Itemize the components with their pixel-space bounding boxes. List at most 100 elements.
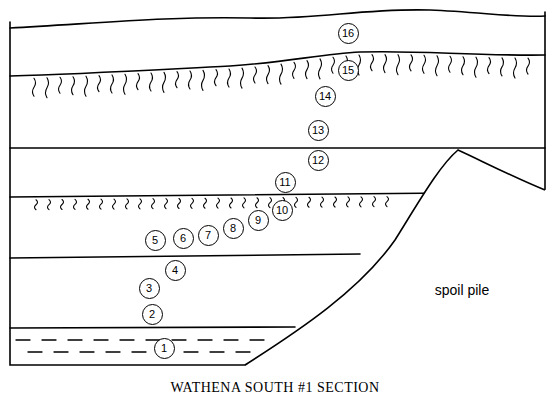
root-mark (191, 198, 194, 208)
sample-circle: 11 (275, 172, 296, 193)
root-mark (215, 70, 218, 86)
callout-number: 16 (342, 28, 354, 39)
callout-number: 8 (230, 223, 236, 234)
root-mark (254, 67, 257, 83)
root-mark (74, 199, 77, 209)
soil-horizon (10, 52, 545, 76)
shale-dash (106, 351, 120, 352)
root-mark (280, 64, 283, 84)
root-mark (397, 55, 400, 75)
shale-dash (16, 339, 30, 340)
root-mark (449, 56, 452, 72)
root-mark (306, 61, 309, 79)
root-mark (113, 199, 116, 209)
ground-surface (10, 10, 545, 28)
spoil-pile-outline (245, 150, 545, 365)
root-mark (46, 78, 49, 98)
root-mark (256, 198, 259, 208)
sample-circle: 8 (223, 218, 244, 239)
root-mark (488, 58, 491, 74)
sample-circle: 13 (308, 120, 329, 141)
sample-circle: 16 (338, 23, 359, 44)
root-mark (319, 59, 322, 79)
shale-dash (120, 339, 134, 340)
root-mark (371, 55, 374, 71)
shale-dash (28, 351, 42, 352)
sample-circle: 1 (154, 338, 175, 359)
root-mark (87, 199, 90, 209)
root-mark (150, 73, 153, 91)
callout-number: 15 (342, 65, 354, 76)
root-mark (360, 197, 363, 207)
root-mark (423, 55, 426, 73)
callout-number: 1 (161, 343, 167, 354)
callout-number: 11 (279, 177, 290, 188)
sample-circle: 6 (173, 228, 194, 249)
shale-dash (236, 351, 250, 352)
root-mark (176, 72, 179, 88)
shale-dash (172, 339, 186, 340)
callout-number: 4 (172, 265, 178, 276)
root-mark (293, 62, 296, 78)
root-mark (35, 200, 38, 210)
root-mark (386, 197, 389, 207)
root-mark (124, 74, 127, 94)
bed-boundary (10, 254, 360, 258)
callout-number: 12 (312, 155, 324, 166)
shale-dash (94, 339, 108, 340)
root-mark (230, 198, 233, 208)
root-mark (267, 66, 270, 84)
root-mark (111, 75, 114, 93)
root-mark (243, 198, 246, 208)
shale-dash (68, 339, 82, 340)
root-mark (59, 77, 62, 93)
root-mark (410, 55, 413, 71)
root-mark (334, 197, 337, 207)
root-mark (137, 74, 140, 90)
sample-circle: 14 (315, 86, 336, 107)
root-mark (100, 199, 103, 209)
root-mark (436, 56, 439, 76)
sample-circle: 2 (142, 304, 163, 325)
callout-number: 13 (312, 125, 324, 136)
callout-number: 14 (319, 91, 331, 102)
root-mark (33, 78, 36, 96)
root-mark (152, 199, 155, 209)
root-mark (347, 197, 350, 207)
shale-dash (210, 351, 224, 352)
shale-dash (250, 339, 264, 340)
callout-number: 6 (180, 233, 186, 244)
root-mark (308, 197, 311, 207)
root-mark (178, 198, 181, 208)
root-mark (295, 197, 298, 207)
figure-caption: WATHENA SOUTH #1 SECTION (170, 380, 379, 396)
root-mark (189, 71, 192, 89)
shale-top (10, 327, 295, 328)
root-mark (514, 58, 517, 78)
root-mark (98, 76, 101, 92)
callout-number: 5 (152, 235, 158, 246)
root-mark (72, 77, 75, 95)
root-mark (217, 198, 220, 208)
callout-number: 3 (146, 283, 152, 294)
callout-number: 9 (255, 215, 261, 226)
root-mark (48, 200, 51, 210)
root-mark (202, 70, 205, 90)
root-mark (373, 197, 376, 207)
shale-dash (198, 339, 212, 340)
bed-boundary (10, 147, 545, 149)
root-mark (85, 76, 88, 96)
sample-circle: 9 (248, 210, 269, 231)
root-mark (204, 198, 207, 208)
sample-circle: 5 (145, 230, 166, 251)
root-mark (269, 198, 272, 208)
root-mark (332, 57, 335, 73)
root-mark (527, 58, 530, 74)
section-frame (10, 12, 545, 365)
root-mark (384, 55, 387, 73)
callout-number: 7 (205, 230, 211, 241)
shale-dash (132, 351, 146, 352)
sample-circle: 7 (198, 225, 219, 246)
sample-circle: 4 (165, 260, 186, 281)
shale-dash (42, 339, 56, 340)
